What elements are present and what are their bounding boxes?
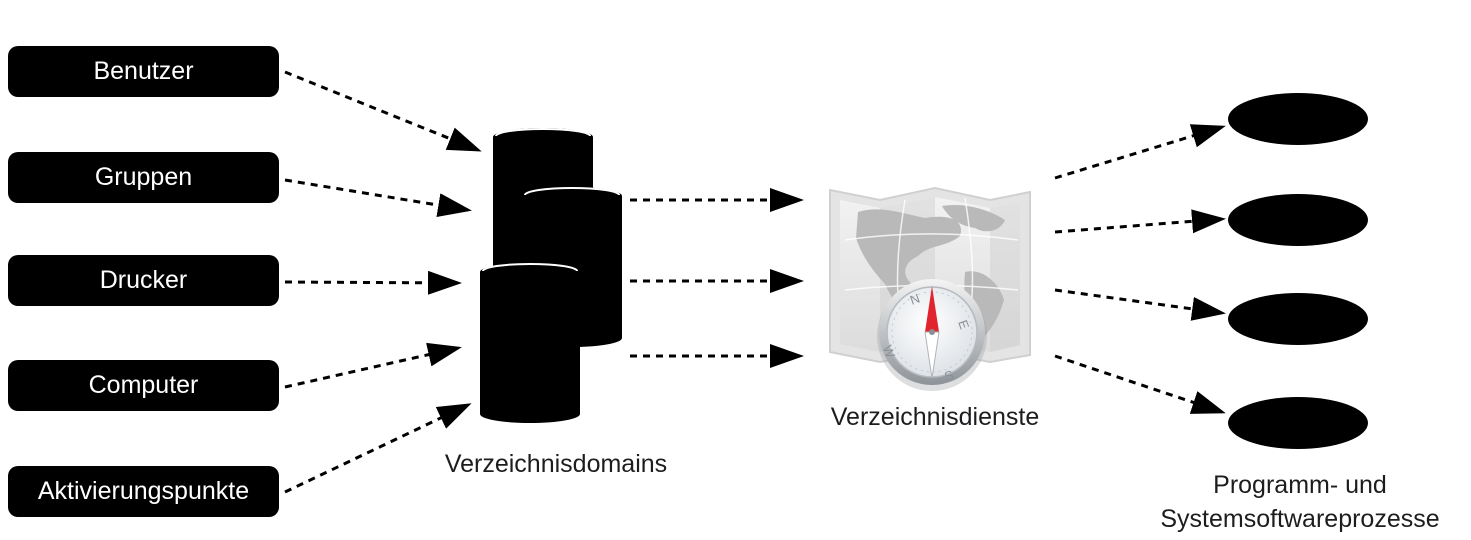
source-gruppen: Gruppen <box>8 152 279 203</box>
directory-domains-databases <box>480 128 622 423</box>
arrow-drucker <box>284 270 462 295</box>
arrow-computer <box>284 342 462 389</box>
source-aktivierungspunkte: Aktivierungspunkte <box>8 466 279 517</box>
source-computer: Computer <box>8 360 279 411</box>
caption-verzeichnisdomains: Verzeichnisdomains <box>444 450 668 478</box>
caption-programm-und: Programm- und <box>1213 471 1387 499</box>
source-drucker: Drucker <box>8 255 279 306</box>
compass-w: W <box>880 343 899 360</box>
caption-verzeichnisdienste: Verzeichnisdienste <box>830 403 1040 431</box>
process-arrows <box>1054 124 1226 414</box>
process-ellipse-4 <box>1228 397 1368 449</box>
process-ellipses <box>1228 93 1368 449</box>
caption-systemsoftwareprozesse: Systemsoftwareprozesse <box>1160 505 1440 533</box>
source-benutzer: Benutzer <box>8 46 279 97</box>
arrow-benutzer <box>284 70 482 152</box>
arrow-process-1 <box>1054 124 1226 180</box>
arrow-gruppen <box>284 178 472 217</box>
process-ellipse-1 <box>1228 93 1368 145</box>
compass-needle-north <box>925 286 939 332</box>
arrow-process-2 <box>1054 209 1226 234</box>
arrow-process-3 <box>1054 288 1226 321</box>
compass-icon: N E S W <box>877 279 987 391</box>
domain-arrows <box>630 188 804 368</box>
process-ellipse-3 <box>1228 293 1368 345</box>
source-arrows <box>284 70 482 494</box>
process-ellipse-2 <box>1228 194 1368 246</box>
database-cylinder-3 <box>480 263 580 423</box>
arrow-process-4 <box>1054 354 1226 414</box>
